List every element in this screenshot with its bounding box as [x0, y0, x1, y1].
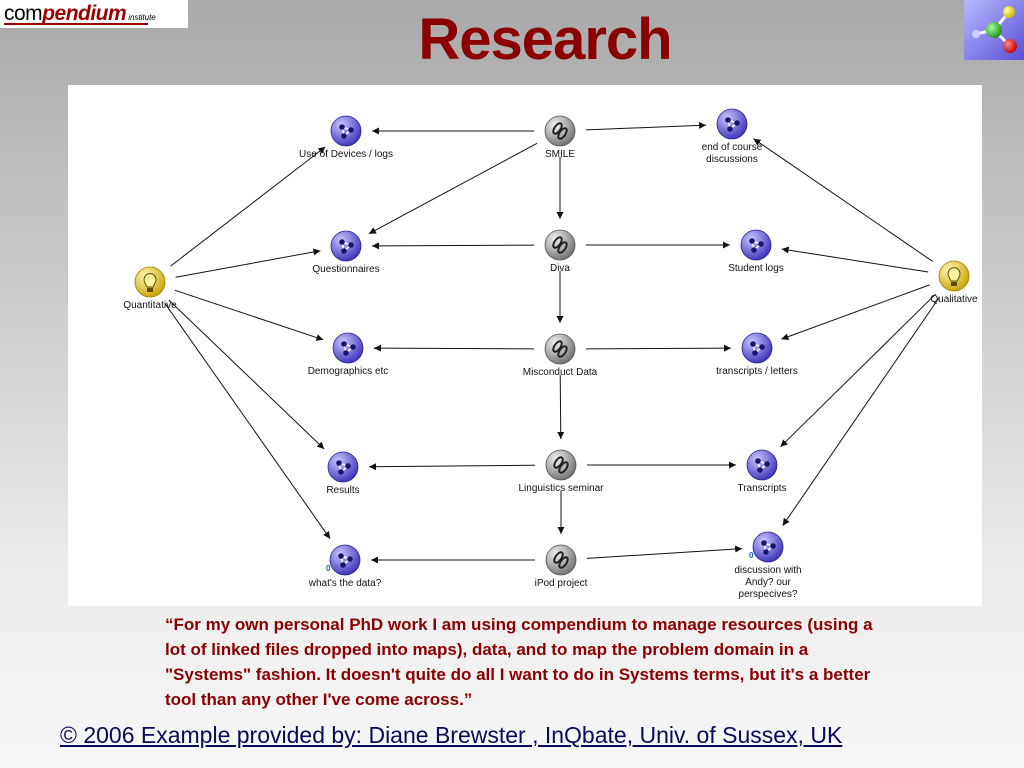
edge-qualitative-to-transcripts: [780, 293, 936, 448]
edge-smile-to-end-of-course: [585, 121, 707, 131]
node-label-qualitative: Qualitative: [930, 294, 978, 305]
edge-misconduct-data-to-transcripts-letters: [585, 344, 732, 352]
node-label-use-of-devices: Use of Devices / logs: [299, 149, 393, 160]
node-linguistics-seminar[interactable]: [545, 449, 577, 481]
node-label-transcripts: Transcripts: [737, 483, 787, 494]
node-use-of-devices[interactable]: [330, 115, 362, 147]
edge-linguistics-seminar-to-results: [368, 463, 536, 471]
node-results[interactable]: [327, 451, 359, 483]
edge-quantitative-to-results: [168, 299, 325, 450]
compendium-map: Quantitative Qualitative Use of Devices / …: [68, 85, 982, 606]
node-label-results: Results: [326, 485, 360, 496]
node-label-diva: Diva: [549, 263, 570, 274]
node-label-smile: SMILE: [544, 149, 575, 160]
node-label-demographics: Demographics etc: [307, 366, 389, 377]
logo-text-pendium: pendium: [42, 2, 127, 25]
node-end-of-course[interactable]: [716, 108, 748, 140]
node-label-misconduct-data: Misconduct Data: [522, 367, 598, 378]
map-node-icon[interactable]: [330, 230, 362, 262]
map-edges: [134, 108, 970, 576]
molecule-icon: [964, 0, 1024, 60]
node-label-end-of-course: end of course discussions: [701, 142, 763, 165]
edge-quantitative-to-use-of-devices: [170, 146, 326, 267]
edge-diva-to-questionnaires: [371, 242, 535, 250]
page-title: Research: [418, 7, 672, 72]
edge-ipod-project-to-discussion-with-andy: [586, 545, 743, 559]
map-node-icon[interactable]: [740, 229, 772, 261]
node-label-whats-the-data: what's the data?: [308, 578, 382, 589]
node-label-discussion-with-andy: discussion with Andy? our perspecives?: [734, 565, 802, 600]
node-count-discussion-with-andy: 0: [749, 551, 754, 560]
node-label-ipod-project: iPod project: [534, 578, 588, 589]
node-smile[interactable]: [544, 115, 576, 147]
edge-quantitative-to-demographics: [174, 289, 324, 341]
node-misconduct-data[interactable]: [544, 333, 576, 365]
node-ipod-project[interactable]: [545, 544, 577, 576]
node-transcripts-letters[interactable]: [741, 332, 773, 364]
node-qualitative[interactable]: [938, 260, 970, 292]
node-demographics[interactable]: [332, 332, 364, 364]
node-label-linguistics-seminar: Linguistics seminar: [518, 483, 604, 494]
edge-quantitative-to-whats-the-data: [164, 303, 331, 539]
node-discussion-with-andy[interactable]: [752, 531, 784, 563]
logo-text-com: com: [4, 2, 43, 25]
edge-smile-to-questionnaires: [368, 142, 538, 235]
edge-qualitative-to-discussion-with-andy: [782, 297, 940, 526]
edge-qualitative-to-transcripts-letters: [781, 284, 930, 340]
edge-misconduct-data-to-linguistics-seminar: [557, 374, 565, 440]
map-node-icon[interactable]: [752, 531, 784, 563]
edge-qualitative-to-student-logs: [781, 246, 929, 273]
node-questionnaires[interactable]: [330, 230, 362, 262]
node-whats-the-data[interactable]: [329, 544, 361, 576]
map-node-icon[interactable]: [332, 332, 364, 364]
node-label-transcripts-letters: transcripts / letters: [716, 366, 798, 377]
node-student-logs[interactable]: [740, 229, 772, 261]
credit-link[interactable]: © 2006 Example provided by: Diane Brewst…: [60, 722, 843, 748]
node-transcripts[interactable]: [746, 449, 778, 481]
map-node-icon[interactable]: [327, 451, 359, 483]
map-node-icon[interactable]: [330, 115, 362, 147]
node-label-questionnaires: Questionnaires: [312, 264, 380, 275]
map-node-icon[interactable]: [329, 544, 361, 576]
node-quantitative[interactable]: [134, 266, 166, 298]
node-label-quantitative: Quantitative: [123, 300, 177, 311]
edge-misconduct-data-to-demographics: [373, 344, 535, 352]
map-node-icon[interactable]: [741, 332, 773, 364]
node-count-whats-the-data: 0: [326, 564, 331, 573]
map-node-icon[interactable]: [746, 449, 778, 481]
logo-underline: [4, 23, 148, 25]
node-label-student-logs: Student logs: [728, 263, 784, 274]
map-node-icon[interactable]: [716, 108, 748, 140]
node-diva[interactable]: [544, 229, 576, 261]
edge-quantitative-to-questionnaires: [175, 248, 321, 278]
quote-text: “For my own personal PhD work I am using…: [165, 615, 873, 709]
logo-text-institute: institute: [128, 13, 156, 22]
edge-qualitative-to-end-of-course: [753, 138, 933, 262]
